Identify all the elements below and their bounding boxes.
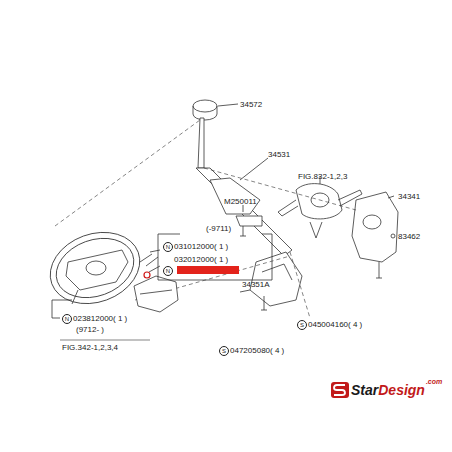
circled-letter: S [219, 346, 229, 356]
part-number: 045004160( 4 ) [308, 320, 362, 329]
part-number: 023812000( 1 ) [73, 314, 127, 323]
figure-reference: FIG.342-1,2,3,4 [62, 343, 118, 352]
date-range: (9712- ) [76, 325, 104, 334]
part-number: 047205080( 4 ) [230, 346, 284, 355]
part-number: 34572 [240, 100, 262, 109]
circled-letter: N [163, 266, 173, 276]
part-number: 032012000( 1 ) [174, 255, 228, 264]
part-number: M250011 [224, 197, 257, 206]
circled-letter: N [163, 242, 173, 252]
circled-letter: N [62, 314, 72, 324]
logo-suffix: .com [426, 378, 442, 386]
part-number: 34531 [268, 150, 290, 159]
circled-letter: S [297, 320, 307, 330]
logo-text: Star [351, 382, 378, 398]
figure-reference: FIG.832-1,2,3 [298, 172, 347, 181]
part-number: 34351A [242, 280, 270, 289]
part-number: 83462 [398, 232, 420, 241]
date-range: (-9711) [206, 224, 231, 233]
logo-text: Design [378, 382, 425, 398]
part-number: 031012000( 1 ) [174, 242, 228, 251]
part-number: 34341 [398, 192, 420, 201]
